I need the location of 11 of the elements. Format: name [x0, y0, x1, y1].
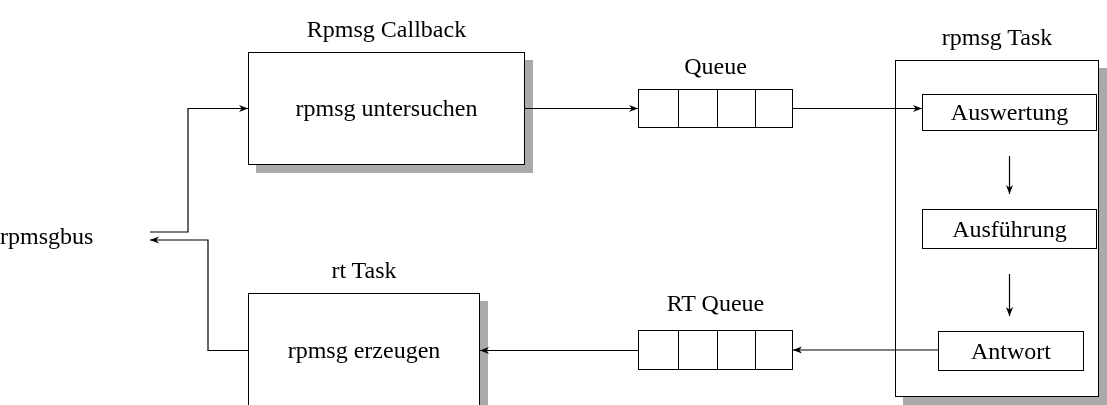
process-box: Ausführung — [922, 209, 1097, 249]
queue-label: Queue — [684, 54, 747, 78]
box-title: rt Task — [331, 258, 397, 282]
box-text: rpmsg untersuchen — [295, 95, 478, 122]
queue-label: RT Queue — [666, 291, 765, 315]
process-box: Antwort — [938, 331, 1084, 371]
box-title: rpmsg Task — [941, 25, 1053, 49]
process-box: Auswertung — [922, 94, 1097, 131]
node-label: rpmsgbus — [0, 220, 146, 252]
box-text: rpmsg erzeugen — [287, 337, 441, 364]
box-title: Rpmsg Callback — [306, 17, 467, 41]
